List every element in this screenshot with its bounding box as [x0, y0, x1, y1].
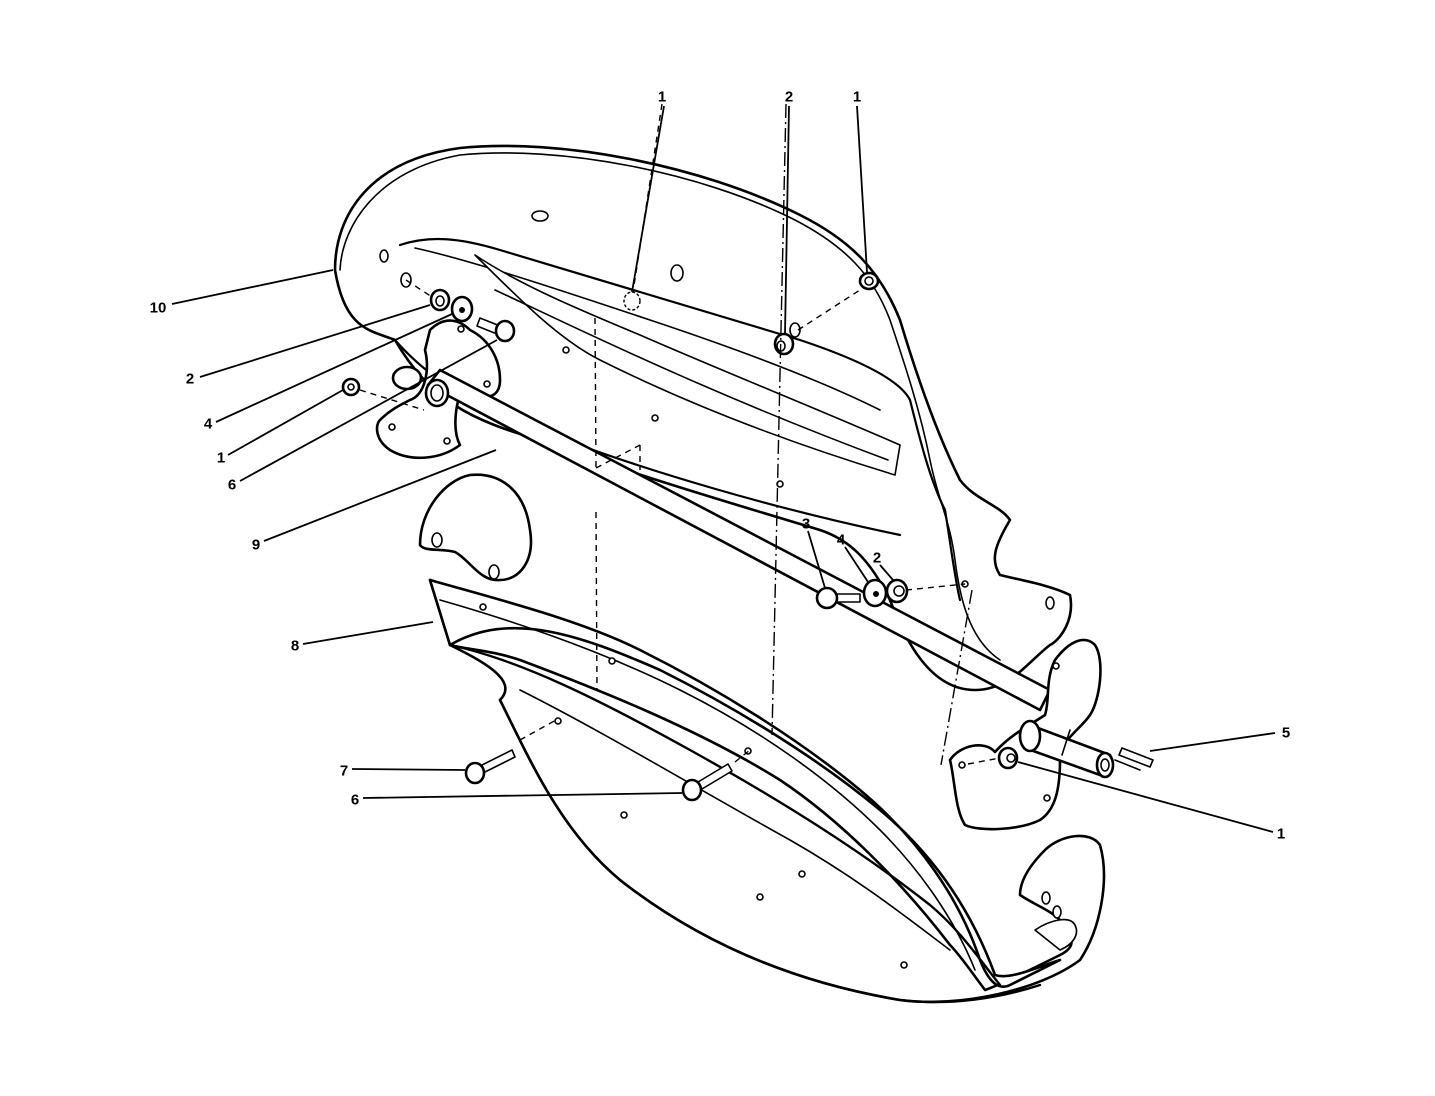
callout-1-top-right: 1: [852, 88, 862, 106]
bolt-part-6-bottom: [681, 763, 733, 802]
callout-1-top-left: 1: [657, 88, 667, 106]
callout-1-left: 1: [216, 449, 226, 467]
spacer-part-2-left: [429, 288, 451, 312]
callout-8: 8: [290, 637, 300, 655]
bolt-part-3: [815, 586, 861, 610]
nut-part-1-top-right: [858, 271, 880, 291]
callout-4-right: 4: [836, 531, 846, 549]
key-part-5: [1118, 747, 1154, 768]
bolt-part-6-left: [476, 317, 516, 343]
callout-10: 10: [149, 299, 167, 317]
callout-9: 9: [251, 536, 261, 554]
washer-part-4-left: [450, 295, 474, 323]
callout-4-left: 4: [203, 415, 213, 433]
spacer-part-2-right: [885, 578, 909, 604]
upper-housing-part-10: [333, 144, 1073, 692]
callout-7: 7: [339, 762, 349, 780]
callout-6-left: 6: [227, 476, 237, 494]
leader-lines: [171, 105, 1276, 833]
callout-2-left: 2: [185, 370, 195, 388]
lower-housing-part-8: [418, 473, 1106, 1004]
callout-6-bottom: 6: [350, 791, 360, 809]
washer-part-4-right: [862, 578, 888, 608]
nut-part-1-bottom-right: [997, 746, 1019, 770]
bolt-part-7: [464, 749, 516, 785]
nut-part-1-left: [341, 377, 361, 397]
right-bearing-plate: [948, 638, 1115, 831]
callout-5: 5: [1281, 724, 1291, 742]
callout-2-top: 2: [784, 88, 794, 106]
callout-3: 3: [801, 515, 811, 533]
hardware: [341, 271, 1154, 802]
callout-1-bottom-right: 1: [1276, 825, 1286, 843]
nut-part-1-top-left: [623, 291, 641, 311]
spacer-part-2-top: [773, 332, 795, 356]
callout-2-right: 2: [872, 549, 882, 567]
